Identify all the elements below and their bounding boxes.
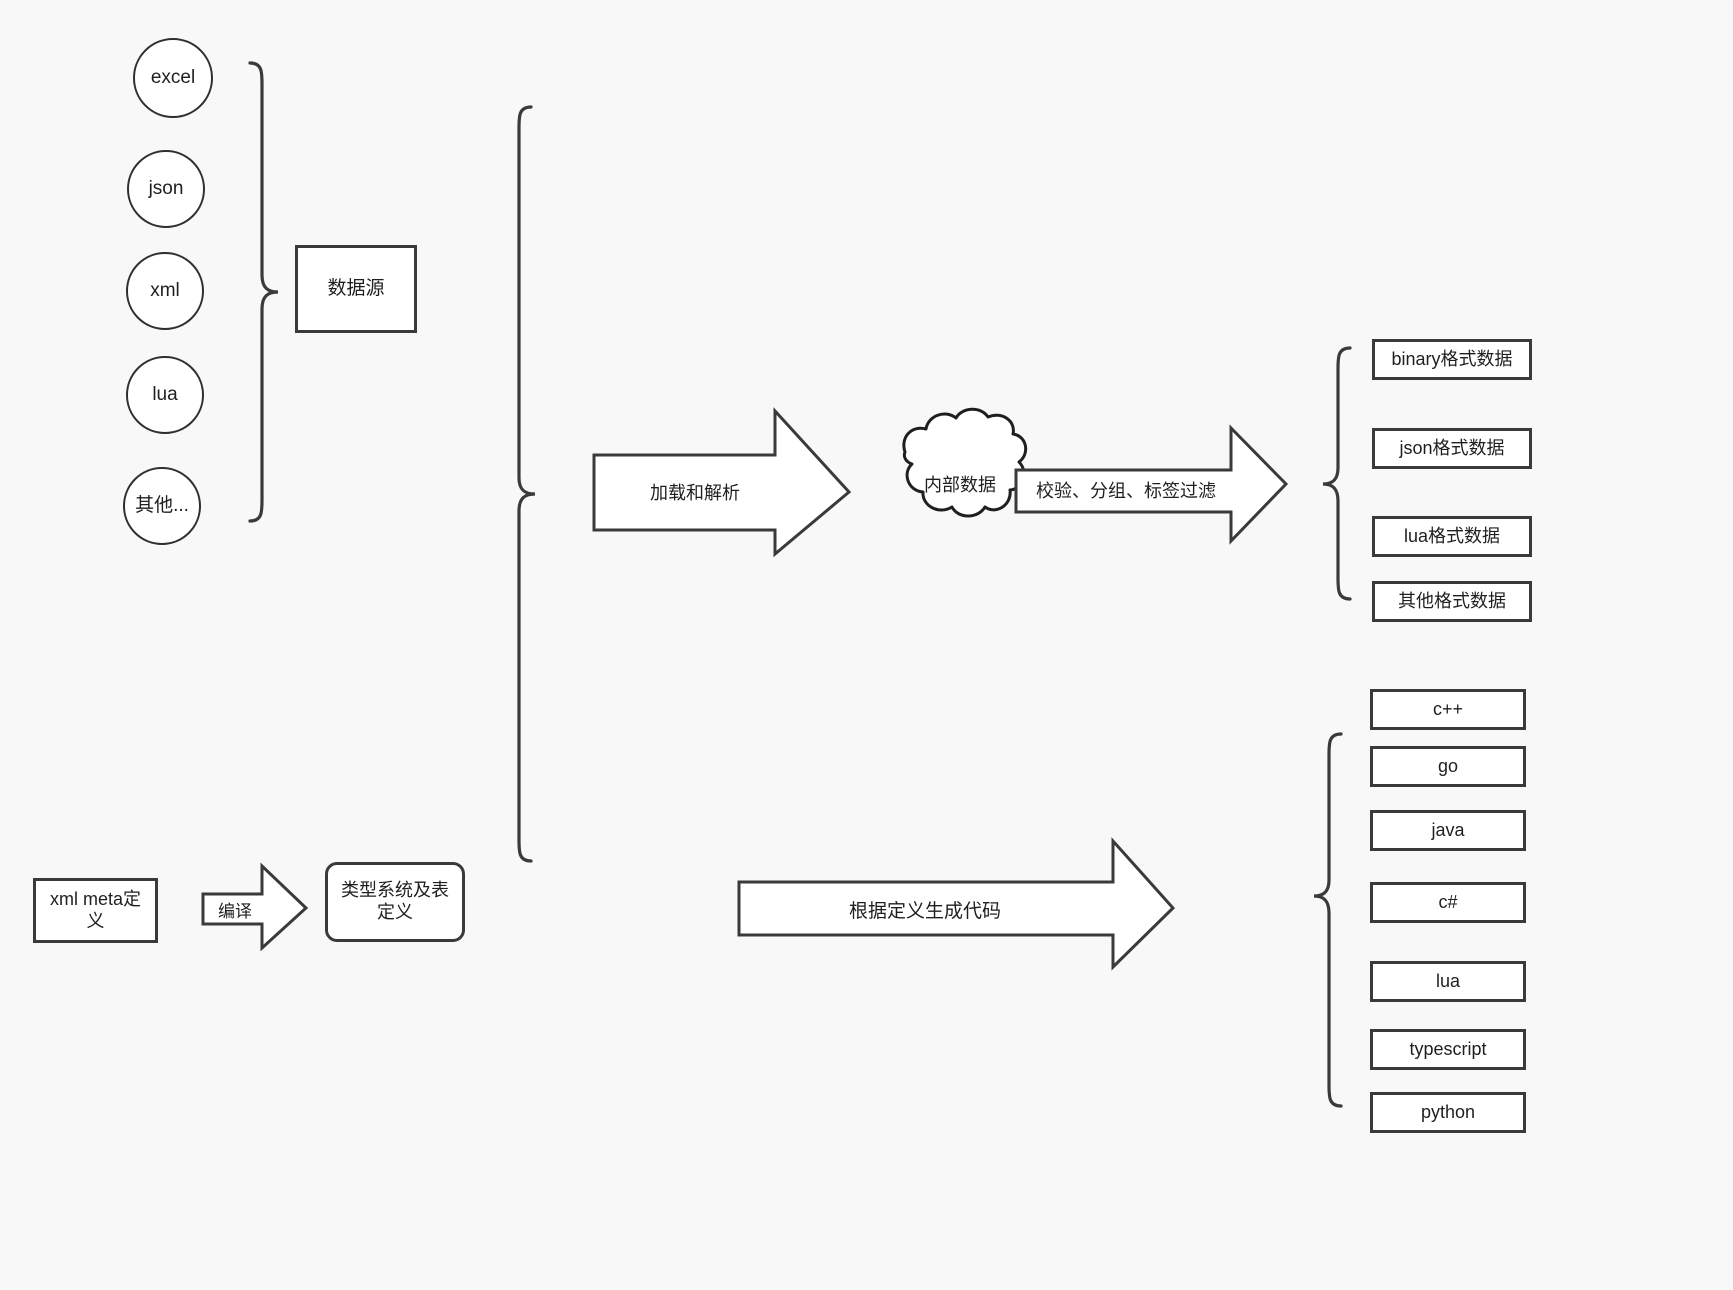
output-format-box-lua[interactable]: lua格式数据	[1372, 516, 1532, 557]
data-source-box-label: 数据源	[327, 277, 385, 299]
sources-brace	[248, 61, 279, 523]
codegen-language-box-python[interactable]: python	[1370, 1092, 1526, 1133]
codegen-arrow-shape	[737, 837, 1176, 971]
output-format-box-binary[interactable]: binary格式数据	[1372, 339, 1532, 380]
filter-arrow-label: 校验、分组、标签过滤	[1020, 468, 1232, 512]
codegen-language-label: lua	[1435, 970, 1461, 991]
xml-meta-definition-label: xml meta定义	[49, 888, 141, 931]
output-formats-brace	[1322, 346, 1352, 601]
source-node-excel[interactable]: excel	[133, 38, 213, 118]
output-format-box-other[interactable]: 其他格式数据	[1372, 581, 1532, 622]
type-system-label: 类型系统及表定义	[341, 880, 449, 922]
source-node-label: json	[148, 177, 184, 199]
source-node-label: xml	[150, 279, 180, 301]
codegen-language-box-typescript[interactable]: typescript	[1370, 1029, 1526, 1070]
codegen-language-label: c++	[1432, 698, 1464, 719]
type-system-box[interactable]: 类型系统及表定义	[325, 862, 465, 942]
codegen-language-box-csharp[interactable]: c#	[1370, 882, 1526, 923]
codegen-language-box-go[interactable]: go	[1370, 746, 1526, 787]
output-format-box-json[interactable]: json格式数据	[1372, 428, 1532, 469]
compile-arrow-text: 编译	[218, 901, 252, 921]
codegen-language-label: python	[1420, 1101, 1476, 1122]
codegen-language-box-lua[interactable]: lua	[1370, 961, 1526, 1002]
codegen-arrow-label: 根据定义生成代码	[760, 888, 1090, 930]
output-format-label: json格式数据	[1399, 437, 1505, 458]
source-node-lua[interactable]: lua	[126, 356, 204, 434]
internal-data-cloud-text: 内部数据	[924, 475, 996, 495]
load-parse-arrow-shape	[592, 407, 852, 558]
filter-arrow-text: 校验、分组、标签过滤	[1036, 481, 1216, 501]
internal-data-cloud-label: 内部数据	[890, 462, 1030, 506]
codegen-language-box-cpp[interactable]: c++	[1370, 689, 1526, 730]
source-node-other[interactable]: 其他...	[123, 467, 201, 545]
codegen-language-label: go	[1437, 755, 1459, 776]
codegen-arrow-text: 根据定义生成代码	[848, 900, 1001, 922]
data-source-box[interactable]: 数据源	[295, 245, 417, 333]
filter-arrow-shape	[1014, 424, 1289, 545]
xml-meta-definition-box[interactable]: xml meta定义	[33, 878, 158, 943]
output-format-label: lua格式数据	[1403, 525, 1501, 546]
source-node-json[interactable]: json	[127, 150, 205, 228]
output-format-label: binary格式数据	[1391, 348, 1513, 369]
source-node-xml[interactable]: xml	[126, 252, 204, 330]
source-node-label: 其他...	[135, 494, 189, 516]
output-format-label: 其他格式数据	[1398, 590, 1506, 611]
load-parse-arrow-text: 加载和解析	[650, 483, 740, 503]
compile-arrow-label: 编译	[205, 896, 265, 922]
load-parse-arrow-label: 加载和解析	[600, 470, 790, 514]
codegen-language-label: c#	[1438, 891, 1458, 912]
codegen-language-label: java	[1431, 819, 1465, 840]
source-node-label: excel	[150, 66, 196, 88]
compile-arrow-shape	[201, 862, 309, 952]
codegen-languages-brace	[1313, 732, 1343, 1108]
codegen-language-label: typescript	[1409, 1038, 1487, 1059]
inputs-brace	[517, 105, 536, 863]
internal-data-cloud-shape	[902, 407, 1028, 518]
source-node-label: lua	[152, 383, 178, 405]
codegen-language-box-java[interactable]: java	[1370, 810, 1526, 851]
